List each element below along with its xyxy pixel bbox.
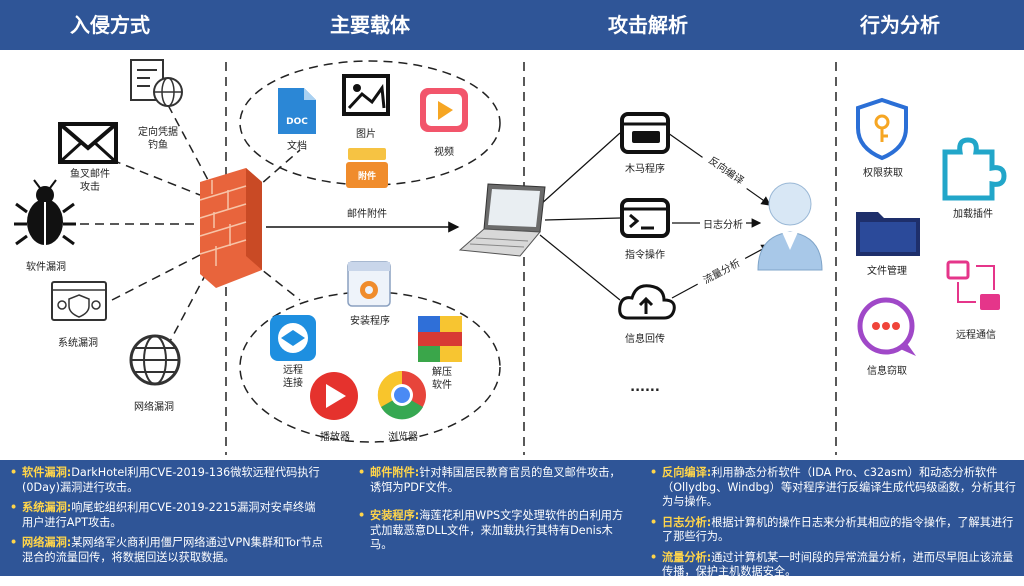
label-info-steal: 信息窃取	[867, 366, 907, 377]
label-plugin: 加载插件	[953, 209, 993, 220]
firewall-icon	[199, 168, 262, 288]
browser-icon	[377, 370, 426, 420]
attachment-badge: 附件	[357, 172, 376, 182]
installer-icon	[347, 261, 391, 307]
unzip-icon	[418, 316, 462, 362]
privilege-key-icon	[856, 97, 908, 161]
globe-icon	[129, 334, 181, 386]
footer-col-2: 邮件附件:针对韩国居民教育官员的鱼叉邮件攻击，诱饵为PDF文件。 安装程序:海莲…	[356, 466, 626, 559]
bug-icon	[14, 179, 76, 246]
folder-icon	[856, 212, 920, 256]
title-behavior: 行为分析	[860, 13, 940, 37]
label-more: ......	[630, 380, 660, 395]
footer-item: 网络漏洞:某网络军火商利用僵尸网络通过VPN集群和Tor节点混合的流量回传，将数…	[8, 536, 324, 565]
system-monitor-icon	[51, 281, 107, 321]
title-carrier: 主要载体	[330, 13, 410, 37]
label-upload: 信息回传	[625, 334, 665, 345]
player-icon	[310, 372, 358, 420]
ellipse-software	[239, 291, 501, 443]
attachment-icon	[346, 148, 388, 188]
label-spear-mail: 鱼叉邮件 攻击	[70, 169, 110, 193]
image-icon	[342, 74, 390, 116]
footer-item: 日志分析:根据计算机的操作日志来分析其相应的指令操作，了解其进行了那些行为。	[648, 516, 1016, 545]
label-unzip: 解压 软件	[432, 367, 452, 391]
cloud-upload-icon	[618, 284, 676, 320]
label-system-vuln: 系统漏洞	[58, 338, 98, 349]
label-software-vuln: 软件漏洞	[26, 262, 66, 273]
remote-connection-icon	[270, 315, 316, 361]
title-intrusion: 入侵方式	[70, 13, 150, 37]
remote-comm-icon	[946, 260, 1000, 310]
doc-badge: DOC	[286, 117, 308, 127]
trojan-program-icon	[620, 112, 670, 154]
label-remote-comm: 远程通信	[956, 330, 996, 341]
label-remote: 远程 连接	[283, 365, 303, 389]
terminal-icon	[620, 198, 670, 238]
webpage-icon	[130, 59, 183, 107]
footer-item: 邮件附件:针对韩国居民教育官员的鱼叉邮件攻击，诱饵为PDF文件。	[356, 466, 626, 495]
label-image: 图片	[356, 129, 376, 140]
footer-item: 系统漏洞:响尾蛇组织利用CVE-2019-2215漏洞对安卓终端用户进行APT攻…	[8, 501, 324, 530]
footer-item: 安装程序:海莲花利用WPS文字处理软件的白利用方式加载恶意DLL文件，来加载执行…	[356, 509, 626, 553]
person-icon	[757, 182, 823, 271]
laptop-icon	[458, 183, 546, 257]
label-log: 日志分析	[700, 216, 746, 231]
label-command: 指令操作	[625, 250, 665, 261]
header-bar: 入侵方式 主要载体 攻击解析 行为分析	[0, 0, 1024, 50]
label-browser: 浏览器	[388, 432, 418, 443]
label-video: 视频	[434, 147, 454, 158]
envelope-icon	[58, 122, 118, 164]
footer-item: 流量分析:通过计算机某一时间段的异常流量分析，进而尽早阻止该流量传播，保护主机数…	[648, 551, 1016, 580]
video-icon	[420, 88, 468, 132]
footer-col-3: 反向编译:利用静态分析软件（IDA Pro、c32asm）和动态分析软件（Oll…	[648, 466, 1016, 586]
label-privilege: 权限获取	[863, 168, 903, 179]
title-analysis: 攻击解析	[608, 13, 688, 37]
footer-panel: 软件漏洞:DarkHotel利用CVE-2019-136微软远程代码执行(0Da…	[0, 460, 1024, 578]
label-player: 播放器	[320, 432, 350, 443]
label-phishing: 定向凭据 钓鱼	[138, 127, 178, 151]
diagram-canvas	[14, 59, 1007, 455]
footer-item: 反向编译:利用静态分析软件（IDA Pro、c32asm）和动态分析软件（Oll…	[648, 466, 1016, 510]
footer-col-1: 软件漏洞:DarkHotel利用CVE-2019-136微软远程代码执行(0Da…	[8, 466, 324, 571]
label-installer: 安装程序	[350, 316, 390, 327]
label-attachment: 邮件附件	[347, 209, 387, 220]
chat-bubble-icon	[857, 297, 916, 356]
label-doc: 文档	[287, 141, 307, 152]
footer-item: 软件漏洞:DarkHotel利用CVE-2019-136微软远程代码执行(0Da…	[8, 466, 324, 495]
doc-icon	[278, 88, 316, 134]
plugin-puzzle-icon	[942, 137, 1007, 201]
label-network-vuln: 网络漏洞	[134, 402, 174, 413]
label-file-mgmt: 文件管理	[867, 266, 907, 277]
label-trojan: 木马程序	[625, 164, 665, 175]
